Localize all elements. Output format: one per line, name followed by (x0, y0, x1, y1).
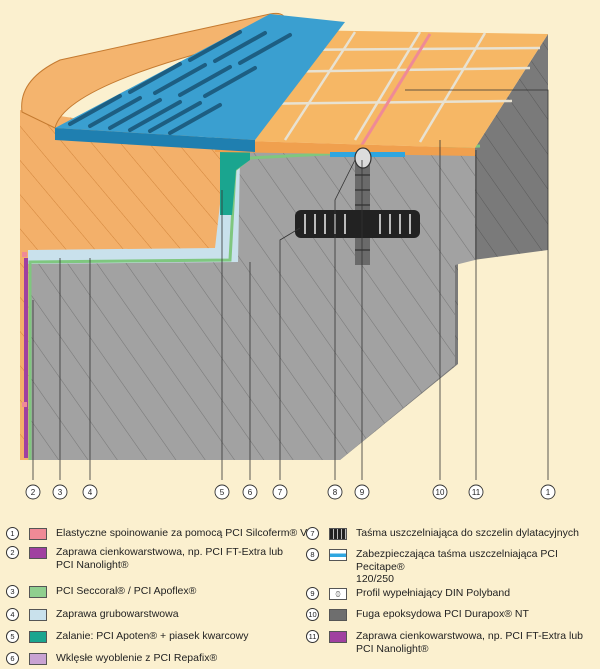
legend-swatch (329, 631, 347, 643)
legend-item-10: 10 Fuga epoksydowa PCI Durapox® NT (306, 608, 529, 621)
svg-text:11: 11 (472, 488, 481, 497)
teal-filling (220, 150, 250, 215)
legend-number: 7 (306, 527, 319, 540)
legend-item-2: 2 Zaprawa cienkowarstwowa, np. PCI FT-Ext… (6, 546, 283, 571)
callout-8: 8 (327, 484, 343, 500)
legend-swatch (29, 586, 47, 598)
svg-text:6: 6 (248, 488, 253, 497)
joint-mark-b (22, 402, 27, 407)
svg-text:1: 1 (546, 488, 551, 497)
legend-swatch (329, 609, 347, 621)
legend-item-3: 3 PCI Seccoral® / PCI Apoflex® (6, 585, 196, 598)
legend-item-5: 5 Zalanie: PCI Apoten® + piasek kwarcowy (6, 630, 248, 643)
tile-front-edge (215, 140, 475, 156)
grate-front-edge (55, 128, 255, 152)
legend-swatch (29, 547, 47, 559)
legend-swatch (29, 631, 47, 643)
callout-2: 2 (25, 484, 41, 500)
legend-number: 10 (306, 608, 319, 621)
pool-wall-block-hatch (20, 110, 220, 460)
tile-expansion-joint (358, 33, 432, 149)
callout-5: 5 (214, 484, 230, 500)
callout-10: 10 (432, 484, 448, 500)
legend-item-9: 9 Profil wypełniający DIN Polyband (306, 587, 510, 600)
legend-text: Fuga epoksydowa PCI Durapox® NT (356, 608, 529, 620)
legend-item-4: 4 Zaprawa grubowarstwowa (6, 608, 179, 621)
legend-text: Profil wypełniający DIN Polyband (356, 587, 511, 599)
legend-text: Taśma uszczelniająca do szczelin dylatac… (356, 527, 579, 539)
legend-number: 11 (306, 630, 319, 643)
callout-6: 6 (242, 484, 258, 500)
legend-text: Wklęsłe wyoblenie z PCI Repafix® (56, 652, 218, 664)
callout-9: 9 (354, 484, 370, 500)
legend-number: 3 (6, 585, 19, 598)
legend-text: Elastyczne spoinowanie za pomocą PCI Sil… (56, 527, 315, 539)
legend-swatch (329, 528, 347, 540)
svg-text:2: 2 (31, 488, 36, 497)
legend-number: 1 (6, 527, 19, 540)
legend-item-7: 7 Taśma uszczelniająca do szczelin dylata… (306, 527, 579, 540)
legend-text: PCI Seccoral® / PCI Apoflex® (56, 585, 197, 597)
joint-sealing-tape (295, 210, 420, 238)
grate-slots (68, 30, 292, 135)
callout-11: 11 (468, 484, 484, 500)
joint-mark-a (22, 252, 27, 257)
svg-text:3: 3 (58, 488, 63, 497)
callout-4: 4 (82, 484, 98, 500)
legend-text: Zalanie: PCI Apoten® + piasek kwarcowy (56, 630, 249, 642)
sealing-layer-line (28, 144, 481, 460)
legend-number: 2 (6, 546, 19, 559)
callout-7: 7 (272, 484, 288, 500)
legend-swatch (329, 549, 347, 561)
legend-number: 4 (6, 608, 19, 621)
svg-text:4: 4 (88, 488, 93, 497)
svg-text:7: 7 (278, 488, 283, 497)
thin-mortar-left (24, 258, 28, 458)
legend-text: Zabezpieczająca taśma uszczelniająca PCI… (356, 548, 558, 585)
legend-swatch (29, 609, 47, 621)
polyband-profile (354, 147, 372, 169)
legend-item-11: 11 Zaprawa cienkowarstwowa, np. PCI FT-Ex… (306, 630, 583, 655)
legend-swatch (329, 588, 347, 600)
legend-item-8: 8 Zabezpieczająca taśma uszczelniająca PC… (306, 548, 600, 586)
svg-text:10: 10 (436, 488, 445, 497)
legend-item-1: 1 Elastyczne spoinowanie za pomocą PCI Si… (6, 527, 314, 540)
legend-number: 6 (6, 652, 19, 665)
callout-1: 1 (540, 484, 556, 500)
legend-text: Zaprawa grubowarstwowa (56, 608, 179, 620)
legend-number: 8 (306, 548, 319, 561)
svg-text:5: 5 (220, 488, 225, 497)
thick-mortar-layer (28, 158, 240, 264)
legend-number: 9 (306, 587, 319, 600)
callout-leaders (32, 89, 549, 480)
legend-item-6: 6 Wklęsłe wyoblenie z PCI Repafix® (6, 652, 217, 665)
svg-text:8: 8 (333, 488, 338, 497)
legend-number: 5 (6, 630, 19, 643)
legend-text: Zaprawa cienkowarstwowa, np. PCI FT-Extr… (356, 630, 584, 655)
svg-text:9: 9 (360, 488, 365, 497)
legend-swatch (29, 653, 47, 665)
legend-swatch (29, 528, 47, 540)
legend-text: Zaprawa cienkowarstwowa, np. PCI FT-Extr… (56, 546, 284, 571)
callout-3: 3 (52, 484, 68, 500)
